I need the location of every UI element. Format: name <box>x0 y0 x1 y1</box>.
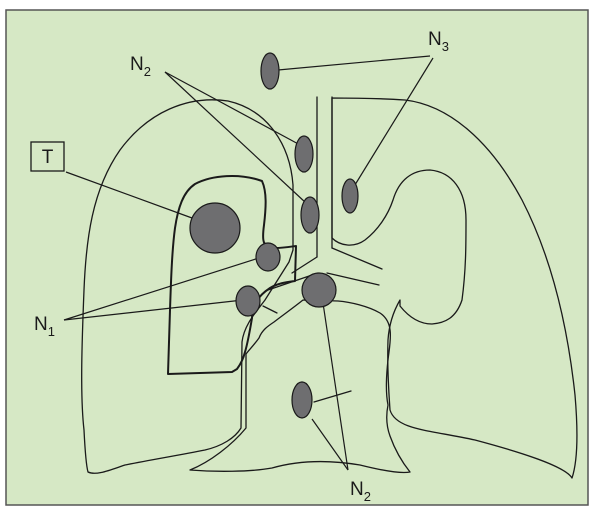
n2-node-lower-paratracheal <box>301 197 319 233</box>
n1-node-hilar <box>256 243 280 271</box>
n2-node-upper-paratracheal <box>295 136 313 172</box>
background-panel <box>6 10 588 505</box>
primary-tumor <box>190 203 240 253</box>
n3-node-upper <box>261 53 279 89</box>
n3-node-contralateral <box>342 179 358 213</box>
n2-node-paraesophageal <box>292 382 312 418</box>
tumor-label: T <box>42 147 54 168</box>
n2-node-subcarinal <box>302 273 336 307</box>
n1-node-interlobar <box>236 286 260 316</box>
